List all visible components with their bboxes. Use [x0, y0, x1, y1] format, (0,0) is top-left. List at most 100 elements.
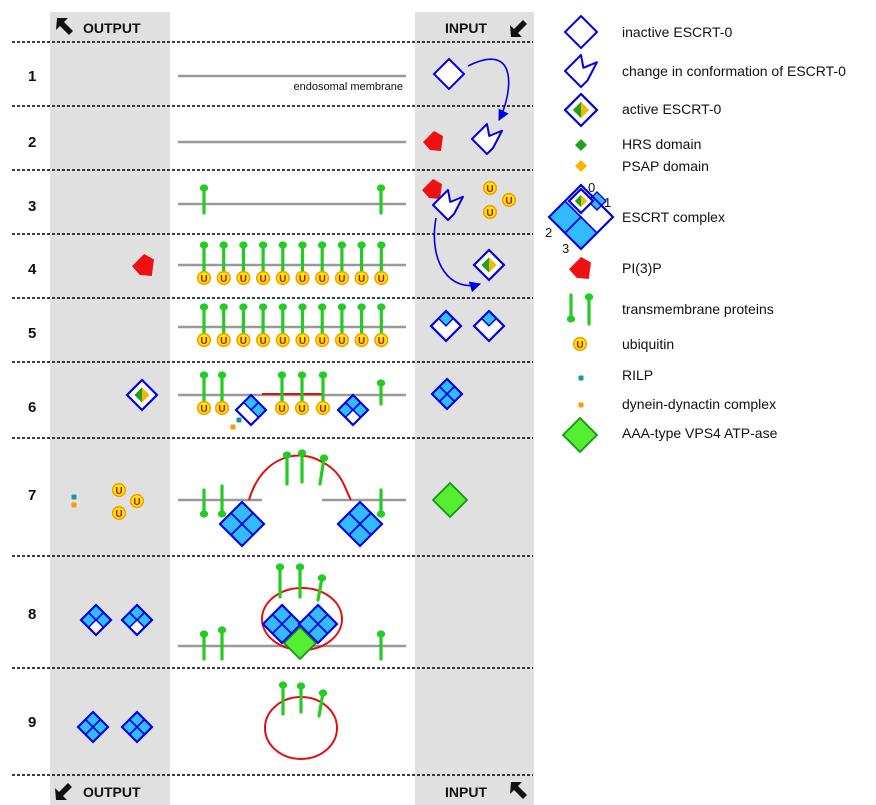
rilp — [71, 494, 77, 500]
dynein-dynactin — [71, 502, 77, 508]
ubiquitinated-protein: U — [334, 241, 350, 286]
vps4-atpase — [282, 625, 318, 661]
vps4-atpase — [561, 416, 599, 454]
inactive-escrt0 — [432, 57, 466, 91]
legend-label: change in conformation of ESCRT-0 — [622, 63, 846, 79]
svg-text:U: U — [200, 404, 207, 415]
ubiquitin: U — [572, 336, 588, 352]
transmembrane-protein — [297, 449, 307, 484]
ubiquitin: U — [334, 332, 350, 348]
escrt-complex-icon — [547, 183, 615, 251]
active-escrt0 — [563, 92, 599, 128]
ubiquitin: U — [111, 505, 127, 521]
inactive-escrt0-icon — [563, 14, 599, 50]
legend-label: PI(3)P — [622, 260, 662, 276]
ubiquitinated-protein: U — [214, 371, 230, 416]
svg-text:U: U — [486, 184, 493, 195]
transmembrane-protein — [282, 451, 292, 486]
output-panel — [50, 12, 170, 805]
legend-label: active ESCRT-0 — [622, 101, 722, 117]
ubiquitinated-protein: U — [236, 303, 251, 348]
vps4-atpase — [431, 481, 469, 519]
arrow-up-left-icon — [510, 782, 527, 799]
svg-text:U: U — [220, 274, 227, 285]
active-escrt0 — [472, 248, 506, 282]
ubiquitin: U — [482, 180, 498, 196]
legend: inactive ESCRT-0 change in conformation … — [547, 14, 846, 454]
ubiquitin: U — [295, 270, 310, 286]
escrt-corner-label: 0 — [588, 180, 595, 195]
footer: OUTPUT INPUT — [55, 782, 527, 800]
output-header-label: OUTPUT — [83, 20, 141, 36]
membrane-label: endosomal membrane — [294, 81, 403, 93]
transmembrane-protein — [376, 184, 386, 215]
rilp-icon — [578, 375, 584, 381]
step-9 — [76, 681, 328, 744]
ubiquitinated-protein: U — [354, 241, 369, 286]
step-number: 9 — [28, 714, 36, 731]
ubiquitin: U — [354, 270, 369, 286]
transmembrane-protein — [376, 630, 386, 661]
ubiquitinated-protein: U — [354, 303, 369, 348]
ubiquitin: U — [129, 493, 145, 509]
ubiquitin: U — [196, 270, 212, 286]
svg-text:U: U — [278, 404, 285, 415]
ubiquitin: U — [374, 332, 389, 348]
pi3p — [423, 131, 443, 151]
step-number: 8 — [28, 606, 36, 623]
svg-text:U: U — [200, 336, 207, 347]
changed-escrt0 — [432, 189, 464, 221]
input-header-label: INPUT — [445, 20, 487, 36]
svg-text:U: U — [338, 274, 345, 285]
escrt-complex — [472, 309, 506, 343]
transmembrane-protein — [199, 488, 209, 518]
ubiquitinated-protein: U — [294, 371, 310, 416]
conformation-change-icon — [564, 54, 598, 88]
legend-label: transmembrane proteins — [622, 301, 774, 317]
step-number: 2 — [28, 134, 36, 151]
step-8 — [79, 563, 386, 661]
svg-text:U: U — [505, 196, 512, 207]
arrow-down-left-icon — [510, 20, 527, 37]
active-escrt0 — [125, 378, 159, 412]
escrt-complex — [336, 500, 384, 548]
transmembrane-protein — [376, 379, 386, 406]
transmembrane-protein — [317, 689, 328, 718]
legend-label: ESCRT complex — [622, 209, 725, 225]
ubiquitin: U — [274, 400, 290, 416]
ubiquitin: U — [111, 482, 127, 498]
svg-text:U: U — [115, 486, 122, 497]
escrt-corner-label: 2 — [545, 225, 552, 240]
ubiquitin: U — [374, 270, 389, 286]
svg-text:U: U — [486, 208, 493, 219]
ubiquitin: U — [256, 270, 271, 286]
step-number: 4 — [28, 261, 37, 278]
ubiquitinated-protein: U — [374, 241, 389, 286]
svg-text:U: U — [279, 336, 286, 347]
escrt-complex — [429, 309, 463, 343]
dynein-dynactin-icon — [578, 402, 584, 408]
escrt-corner-label: 3 — [562, 241, 569, 256]
svg-text:U: U — [319, 336, 326, 347]
svg-text:U: U — [319, 274, 326, 285]
svg-text:U: U — [378, 274, 385, 285]
ubiquitinated-protein: U — [315, 241, 330, 286]
transmembrane-protein — [199, 184, 209, 215]
ubiquitinated-protein: U — [274, 371, 290, 416]
legend-label: ubiquitin — [622, 336, 674, 352]
transmembrane-protein — [295, 563, 305, 599]
active-escrt0-icon — [563, 92, 599, 128]
legend-label: inactive ESCRT-0 — [622, 24, 732, 40]
escrt-corner-labels: 0 1 2 3 — [545, 180, 611, 256]
ubiquitinated-protein: U — [236, 241, 251, 286]
ubiquitin: U — [256, 332, 271, 348]
svg-text:U: U — [358, 274, 365, 285]
escrt-complex — [336, 393, 370, 427]
step-number: 3 — [28, 198, 36, 215]
ubiquitinated-protein: U — [315, 371, 331, 416]
escrt-complex — [79, 603, 113, 637]
row-separators — [12, 41, 533, 776]
escrt-complex — [76, 710, 110, 744]
escrt-complex — [234, 393, 268, 427]
